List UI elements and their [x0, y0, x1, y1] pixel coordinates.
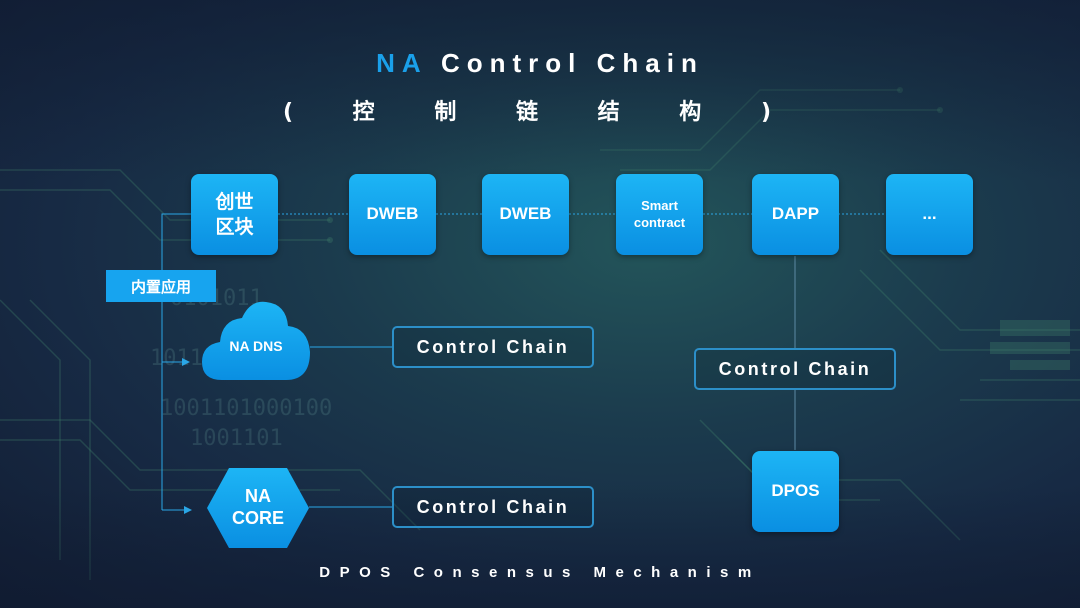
genesis-block-label: 创世 区块: [215, 190, 254, 238]
genesis-block: 创世 区块: [191, 174, 278, 255]
control-chain-dns: Control Chain: [392, 326, 594, 368]
chain-block-smart-contract: Smart contract: [616, 174, 703, 255]
title-rest: Control Chain: [426, 48, 704, 78]
title-accent: NA: [376, 48, 427, 78]
chain-block-label: Smart contract: [633, 198, 686, 230]
control-chain-dapp: Control Chain: [694, 348, 896, 390]
control-chain-core: Control Chain: [392, 486, 594, 528]
chain-block-label: DWEB: [499, 204, 552, 224]
chain-block-dweb-2: DWEB: [482, 174, 569, 255]
chain-block-more: ...: [886, 174, 973, 255]
na-core-label: NA CORE: [231, 486, 284, 528]
chain-block-dweb-1: DWEB: [349, 174, 436, 255]
chain-block-label: ...: [922, 204, 937, 224]
page-title: NA Control Chain: [0, 48, 1080, 79]
chain-block-label: DWEB: [366, 204, 419, 224]
cloud-icon: [202, 301, 310, 380]
hexagon-icon: [207, 468, 309, 548]
chain-block-dapp: DAPP: [752, 174, 839, 255]
page-subtitle: ( 控 制 链 结 构 ): [282, 100, 798, 125]
dpos-block-label: DPOS: [771, 481, 820, 501]
builtin-apps-label: 内置应用: [106, 270, 216, 302]
footer-caption: DPOS Consensus Mechanism: [319, 564, 761, 581]
dpos-block: DPOS: [752, 451, 839, 532]
na-dns-label: NA DNS: [229, 338, 283, 354]
chain-block-label: DAPP: [771, 204, 820, 224]
